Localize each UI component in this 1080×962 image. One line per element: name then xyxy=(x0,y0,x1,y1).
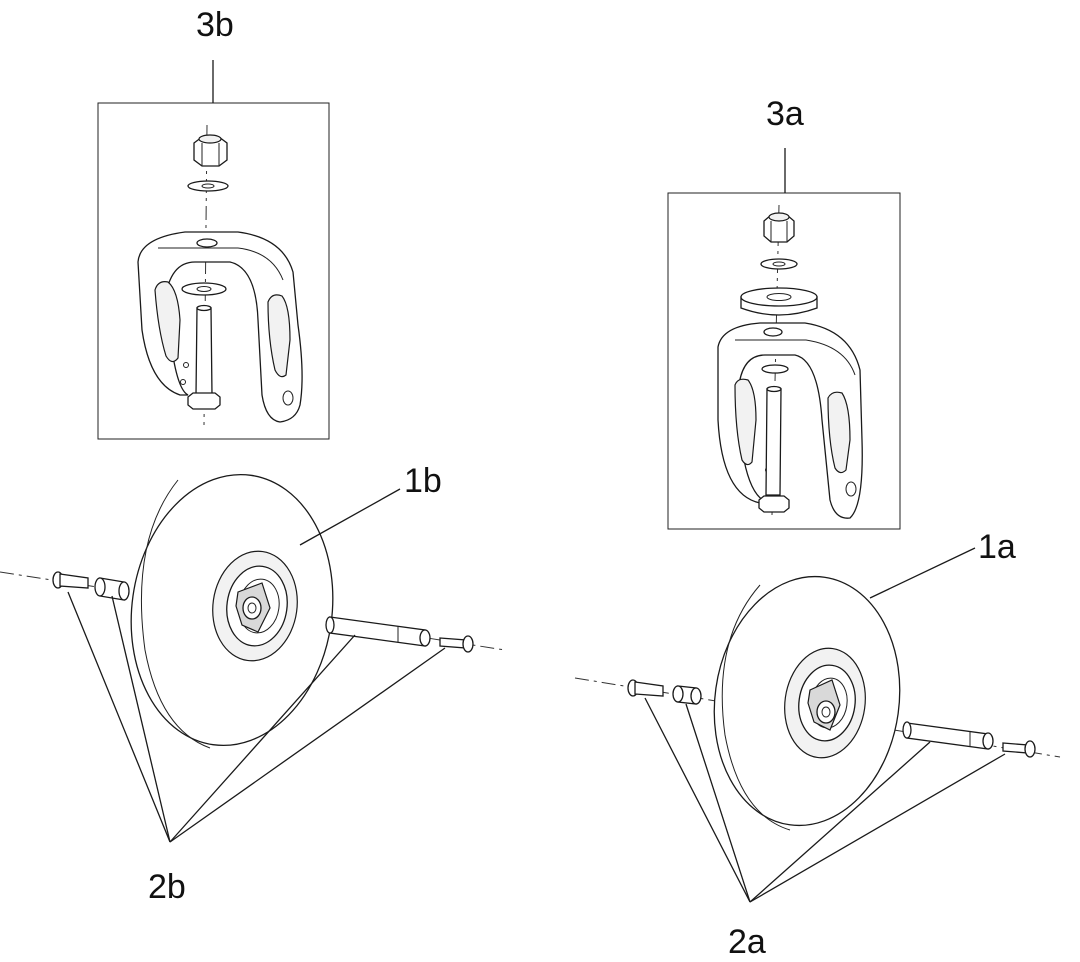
lock-nut-a xyxy=(763,212,795,243)
label-2b: 2b xyxy=(148,868,186,906)
wheel-1b xyxy=(0,473,506,749)
label-3a: 3a xyxy=(766,95,804,133)
washer-b xyxy=(187,180,229,192)
axle-bolt-b xyxy=(52,571,89,589)
axle-spacer-b xyxy=(94,577,130,601)
wheel-1a xyxy=(574,547,1061,831)
axle-parts-2a xyxy=(627,679,1036,903)
axle-parts-2b xyxy=(52,571,474,843)
axle-b xyxy=(325,616,431,647)
fork-assembly-3a xyxy=(667,148,901,530)
label-1b: 1b xyxy=(404,462,442,500)
fork-a xyxy=(717,322,863,519)
axle-screw-b xyxy=(439,635,474,653)
label-3b: 3b xyxy=(196,6,234,44)
bolt-a xyxy=(758,385,790,513)
lock-nut-b xyxy=(193,134,228,167)
spacer-a xyxy=(761,364,789,374)
label-2a: 2a xyxy=(728,923,766,961)
bolt-b xyxy=(187,304,221,410)
label-1a: 1a xyxy=(978,528,1016,566)
spacer-b xyxy=(181,282,227,296)
bearing-a xyxy=(740,287,818,316)
axle-bolt-a xyxy=(627,679,664,697)
axle-screw-a xyxy=(1002,740,1036,758)
washer-a xyxy=(760,258,798,270)
fork-b xyxy=(137,231,303,423)
axle-spacer-a xyxy=(672,685,702,705)
fork-assembly-3b xyxy=(97,60,330,440)
axle-a xyxy=(902,721,994,750)
